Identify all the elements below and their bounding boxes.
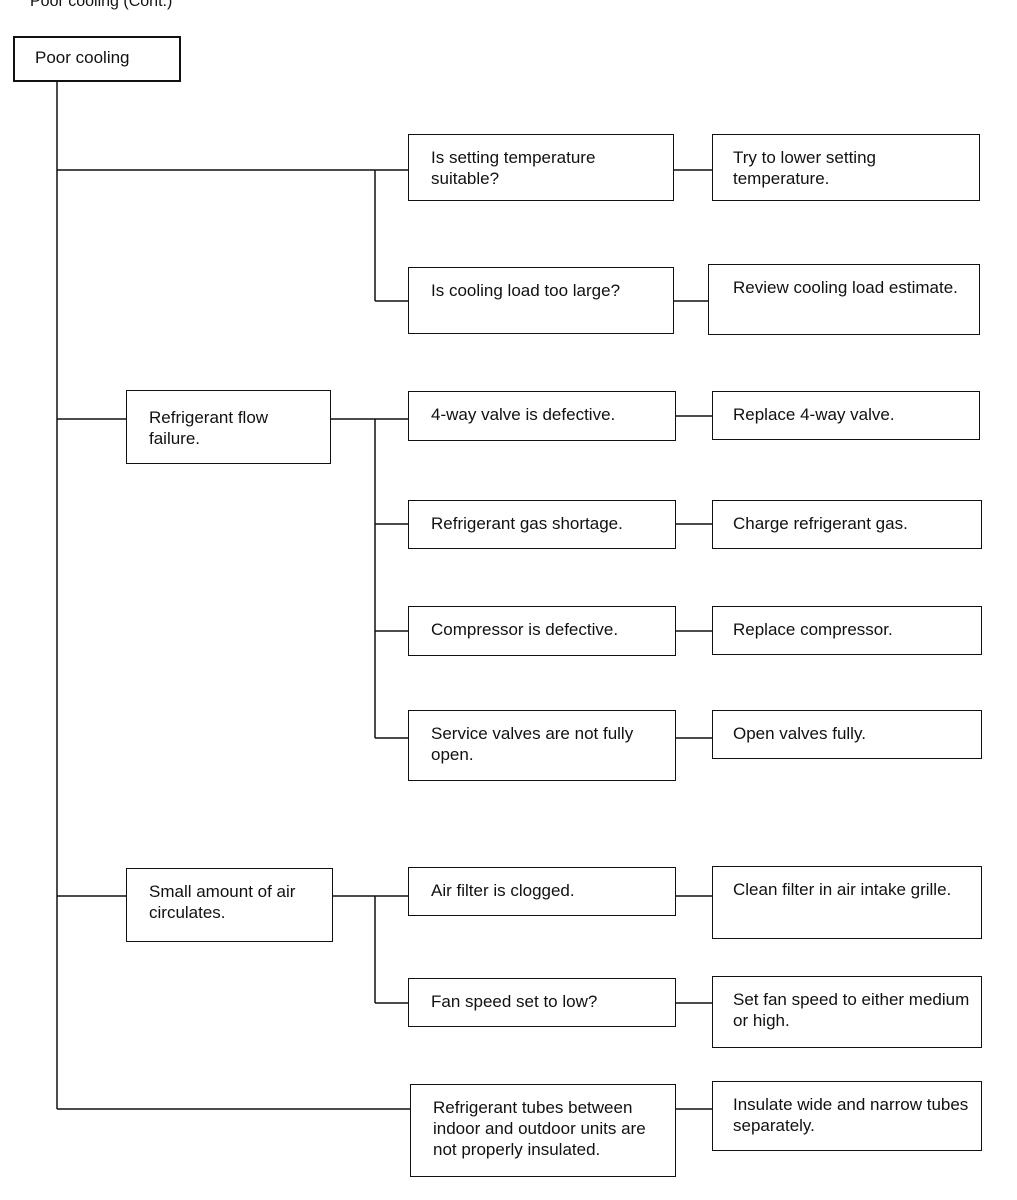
check-air-filter-label: Air filter is clogged. [431,881,575,900]
check-service-valves-box: Service valves are not fully open. [408,710,676,781]
cause-air-circulation-label: Small amount of air circulates. [149,882,296,922]
action-air-filter-box: Clean filter in air intake grille. [712,866,982,939]
action-tubes-box: Insulate wide and narrow tubes separatel… [712,1081,982,1151]
check-service-valves-label: Service valves are not fully open. [431,724,634,764]
action-compressor-box: Replace compressor. [712,606,982,655]
action-setting-temp-label: Try to lower setting temperature. [733,148,876,188]
check-gas-shortage-box: Refrigerant gas shortage. [408,500,676,549]
action-gas-shortage-box: Charge refrigerant gas. [712,500,982,549]
check-gas-shortage-label: Refrigerant gas shortage. [431,514,623,533]
check-tubes-label: Refrigerant tubes between indoor and out… [433,1098,646,1159]
action-cooling-load-label: Review cooling load estimate. [733,278,958,297]
check-compressor-box: Compressor is defective. [408,606,676,656]
check-tubes-box: Refrigerant tubes between indoor and out… [410,1084,676,1177]
action-air-filter-label: Clean filter in air intake grille. [733,880,952,899]
action-four-way-valve-box: Replace 4-way valve. [712,391,980,440]
cause-air-circulation-box: Small amount of air circulates. [126,868,333,942]
check-four-way-valve-label: 4-way valve is defective. [431,405,616,424]
page-header: Poor cooling (Cont.) [0,0,1017,12]
action-service-valves-box: Open valves fully. [712,710,982,759]
action-cooling-load-box: Review cooling load estimate. [708,264,980,335]
action-fan-speed-box: Set fan speed to either medium or high. [712,976,982,1048]
cause-refrigerant-flow-box: Refrigerant flow failure. [126,390,331,464]
action-gas-shortage-label: Charge refrigerant gas. [733,514,908,533]
action-setting-temp-box: Try to lower setting temperature. [712,134,980,201]
check-four-way-valve-box: 4-way valve is defective. [408,391,676,441]
header-text: Poor cooling (Cont.) [30,0,173,10]
check-fan-speed-label: Fan speed set to low? [431,992,598,1011]
check-air-filter-box: Air filter is clogged. [408,867,676,916]
check-cooling-load-label: Is cooling load too large? [431,281,621,300]
check-cooling-load-box: Is cooling load too large? [408,267,674,334]
root-label: Poor cooling [35,48,130,67]
check-setting-temp-box: Is setting temperature suitable? [408,134,674,201]
root-box: Poor cooling [13,36,181,82]
check-fan-speed-box: Fan speed set to low? [408,978,676,1027]
check-compressor-label: Compressor is defective. [431,620,619,639]
cause-refrigerant-flow-label: Refrigerant flow failure. [149,408,269,448]
action-four-way-valve-label: Replace 4-way valve. [733,405,895,424]
action-fan-speed-label: Set fan speed to either medium or high. [733,990,970,1030]
action-service-valves-label: Open valves fully. [733,724,866,743]
action-compressor-label: Replace compressor. [733,620,893,639]
check-setting-temp-label: Is setting temperature suitable? [431,148,596,188]
action-tubes-label: Insulate wide and narrow tubes separatel… [733,1095,969,1135]
